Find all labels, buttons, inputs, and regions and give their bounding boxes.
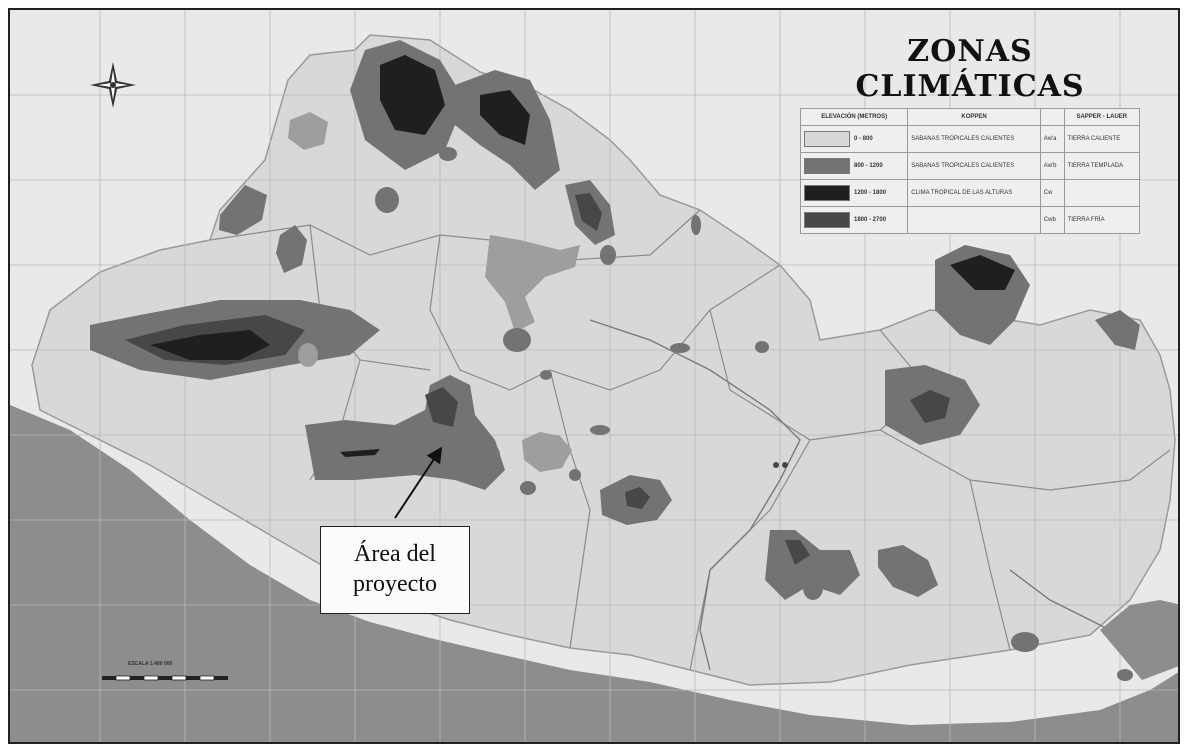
legend-elevation: 800 - 1200 xyxy=(854,163,883,169)
river-lempa xyxy=(589,319,801,671)
map-frame: ZONAS CLIMÁTICAS ELEVACIÓN (METROS) KOPP… xyxy=(8,8,1180,744)
legend-code: Cwb xyxy=(1039,206,1065,234)
legend-row: 1200 - 1800 CLIMA TROPICAL DE LAS ALTURA… xyxy=(799,179,1141,207)
legend-elevation: 1200 - 1800 xyxy=(854,190,887,196)
legend-sapper: TIERRA CALIENTE xyxy=(1063,125,1141,153)
project-label-line1: Área del xyxy=(354,541,436,567)
legend-elevation: 1800 - 2700 xyxy=(854,217,887,223)
legend-sapper: TIERRA FRÍA xyxy=(1063,206,1141,234)
swatch-zone-low xyxy=(804,131,850,147)
scale-label: ESCALA 1:400 000 xyxy=(128,661,173,667)
legend-table: ELEVACIÓN (METROS) KOPPEN SAPPER - LAUER… xyxy=(799,108,1141,234)
legend-row: 1800 - 2700 Cwb TIERRA FRÍA xyxy=(799,206,1141,234)
legend-koppen: SABANAS TROPICALES CALIENTES xyxy=(907,125,1041,153)
project-label-line2: proyecto xyxy=(353,571,437,597)
legend-code: Aw'b xyxy=(1039,152,1065,180)
project-area-label: Área del proyecto xyxy=(320,526,470,614)
lake-guija xyxy=(288,112,328,150)
gulf-fonseca xyxy=(1100,600,1178,680)
legend-row: 0 - 800 SABANAS TROPICALES CALIENTES Aw'… xyxy=(799,125,1141,153)
legend-header-row: ELEVACIÓN (METROS) KOPPEN SAPPER - LAUER xyxy=(799,108,1141,126)
legend: ZONAS CLIMÁTICAS ELEVACIÓN (METROS) KOPP… xyxy=(799,34,1141,234)
legend-koppen: SABANAS TROPICALES CALIENTES xyxy=(907,152,1041,180)
swatch-zone-mid xyxy=(804,158,850,174)
lake-ilopango xyxy=(522,432,572,472)
legend-sapper xyxy=(1063,179,1141,207)
climate-zones xyxy=(90,40,1140,681)
legend-koppen xyxy=(907,206,1041,234)
legend-sapper: TIERRA TEMPLADA xyxy=(1063,152,1141,180)
swatch-zone-high xyxy=(804,185,850,201)
legend-title: ZONAS CLIMÁTICAS xyxy=(855,34,1085,104)
project-arrow xyxy=(394,446,443,519)
scale-bar xyxy=(102,675,228,681)
swatch-zone-top xyxy=(804,212,850,228)
compass-rose-icon xyxy=(90,62,136,108)
lake-cerron-grande xyxy=(485,235,580,332)
land-mass xyxy=(31,34,1176,686)
legend-elevation: 0 - 800 xyxy=(854,136,873,142)
ocean xyxy=(10,405,1178,742)
legend-row: 800 - 1200 SABANAS TROPICALES CALIENTES … xyxy=(799,152,1141,180)
legend-code: Cw xyxy=(1039,179,1065,207)
